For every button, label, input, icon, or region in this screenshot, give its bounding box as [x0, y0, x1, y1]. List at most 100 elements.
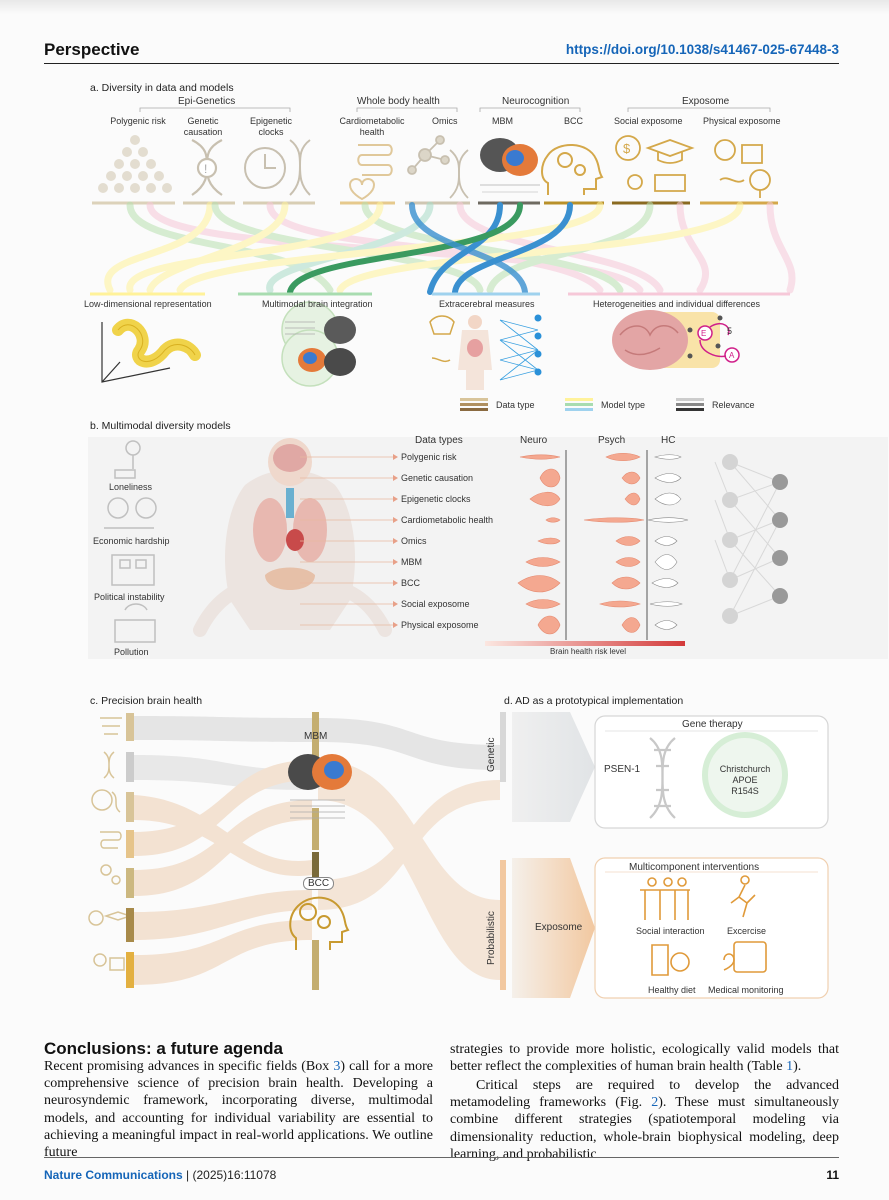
right-column-p2: Critical steps are required to develop t…	[450, 1077, 839, 1163]
row-genetic: Genetic causation	[401, 473, 474, 483]
christchurch-line-3: R154S	[731, 786, 759, 796]
physical-exposome-icon	[714, 139, 771, 198]
output-heterogeneity: Heterogeneities and individual differenc…	[593, 299, 760, 309]
genetic-label: Genetic	[486, 737, 497, 772]
body-silhouette	[193, 438, 392, 637]
output-multimodal: Multimodal brain integration	[262, 299, 373, 309]
col-neuro: Neuro	[520, 435, 548, 446]
legend-data-type: Data type	[496, 400, 535, 410]
exercise-icon	[730, 875, 756, 918]
svg-text:!: !	[204, 162, 207, 176]
panel-b-social-icons	[104, 440, 157, 643]
panel-b-bg	[88, 437, 888, 659]
svg-text:$: $	[623, 141, 631, 156]
group-exposome: Exposome	[682, 96, 730, 107]
bcc-bar-top	[312, 852, 319, 882]
figure-graphics: !	[88, 107, 888, 999]
right-text-d: ). These must simultaneously combine dif…	[450, 1095, 840, 1162]
right-text-b: ).	[793, 1059, 802, 1075]
section-heading: Conclusions: a future agenda	[44, 1039, 283, 1058]
panel-c-bars	[126, 713, 134, 988]
christchurch-line-2: APOE	[732, 775, 758, 785]
probabilistic-receiver	[500, 860, 506, 990]
table-ref-link[interactable]: 1	[786, 1059, 794, 1075]
multicomponent-title: Multicomponent interventions	[629, 862, 760, 873]
row-omics: Omics	[401, 536, 427, 546]
dna-icon	[649, 737, 676, 819]
group-epigenetics: Epi-Genetics	[178, 96, 236, 107]
risk-label: Brain health risk level	[550, 647, 627, 656]
label-economic: Economic hardship	[93, 536, 170, 546]
row-bcc: BCC	[401, 578, 421, 588]
output-extracerebral: Extracerebral measures	[439, 299, 535, 309]
item-physical-exposome: Physical exposome	[703, 116, 781, 126]
gene-therapy-title: Gene therapy	[682, 719, 743, 730]
output-low-dim: Low-dimensional representation	[84, 299, 212, 309]
multicomponent-box	[594, 857, 829, 999]
doi-link[interactable]: https://doi.org/10.1038/s41467-025-67448…	[565, 42, 839, 57]
group-whole-body: Whole body health	[357, 96, 440, 107]
row-epigenetic: Epigenetic clocks	[401, 494, 471, 504]
right-text-a: strategies to provide more holistic, eco…	[450, 1042, 839, 1075]
violins-hc	[647, 454, 689, 630]
mbm-label: MBM	[304, 731, 328, 742]
col-psych: Psych	[598, 435, 626, 446]
left-text-b: ) call for a more comprehensive science …	[44, 1059, 433, 1161]
node-a: A	[729, 351, 735, 360]
risk-gradient-bar	[485, 641, 685, 646]
legend-model-type: Model type	[601, 400, 646, 410]
panel-c-icons	[88, 717, 133, 971]
footer-rule	[44, 1157, 839, 1158]
panel-b-arrowheads	[393, 454, 398, 628]
box-ref-link[interactable]: 3	[333, 1059, 341, 1074]
intervention-exercise: Excercise	[727, 926, 767, 936]
low-dimensional-icon	[101, 318, 201, 383]
intervention-social: Social interaction	[636, 926, 705, 936]
genetic-causation-icon: !	[191, 139, 223, 196]
panel-d-title: d. AD as a prototypical implementation	[504, 695, 684, 707]
row-polygenic: Polygenic risk	[401, 452, 457, 462]
item-cardiometabolic: Cardiometabolic health	[339, 116, 405, 137]
healthy-diet-icon	[651, 944, 690, 976]
row-social: Social exposome	[401, 599, 470, 609]
social-interaction-icon	[640, 877, 690, 920]
item-mbm: MBM	[492, 116, 513, 126]
mbm-bar-top	[312, 712, 319, 762]
panel-c-title: c. Precision brain health	[90, 695, 203, 707]
left-column-text: Recent promising advances in specific fi…	[44, 1058, 433, 1161]
panel-c-gearhead	[289, 896, 350, 950]
col-hc: HC	[661, 435, 676, 446]
legend-swatches	[460, 398, 704, 411]
exposome-arrow	[512, 858, 595, 998]
page-number: 11	[826, 1168, 839, 1182]
node-num: 5	[727, 326, 733, 336]
item-epigenetic: Epigenetic clocks	[249, 116, 293, 137]
col-data-types: Data types	[415, 435, 463, 446]
panel-b-title: b. Multimodal diversity models	[90, 420, 231, 432]
bcc-bar-bottom	[312, 940, 319, 990]
left-text-a: Recent promising advances in specific fi…	[44, 1059, 334, 1074]
probabilistic-label: Probabilistic	[486, 911, 497, 965]
intervention-monitoring: Medical monitoring	[708, 985, 784, 995]
bcc-head-icon	[541, 143, 604, 195]
mbm-brain-icon	[480, 138, 540, 193]
panel-c-flows	[134, 716, 500, 985]
item-social-exposome: Social exposome	[614, 116, 683, 126]
item-genetic-causation: Genetic causation	[183, 116, 223, 137]
legend-relevance: Relevance	[712, 400, 755, 410]
christchurch-circle	[702, 732, 788, 818]
panel-b-arrows	[300, 456, 393, 626]
christchurch-line-1: Christchurch	[719, 764, 771, 774]
panel-c-brain	[288, 754, 352, 819]
sankey-ribbons-strong	[287, 202, 573, 295]
medical-monitoring-icon	[723, 941, 767, 973]
extracerebral-icon	[429, 314, 542, 390]
item-omics: Omics	[432, 116, 458, 126]
label-loneliness: Loneliness	[109, 482, 153, 492]
right-text-c: Critical steps are required to develop t…	[450, 1078, 839, 1111]
section-label: Perspective	[44, 40, 140, 59]
panel-a-title: a. Diversity in data and models	[90, 82, 234, 94]
fig-ref-link[interactable]: 2	[651, 1095, 659, 1111]
epigenetic-clock-icon	[244, 139, 311, 196]
